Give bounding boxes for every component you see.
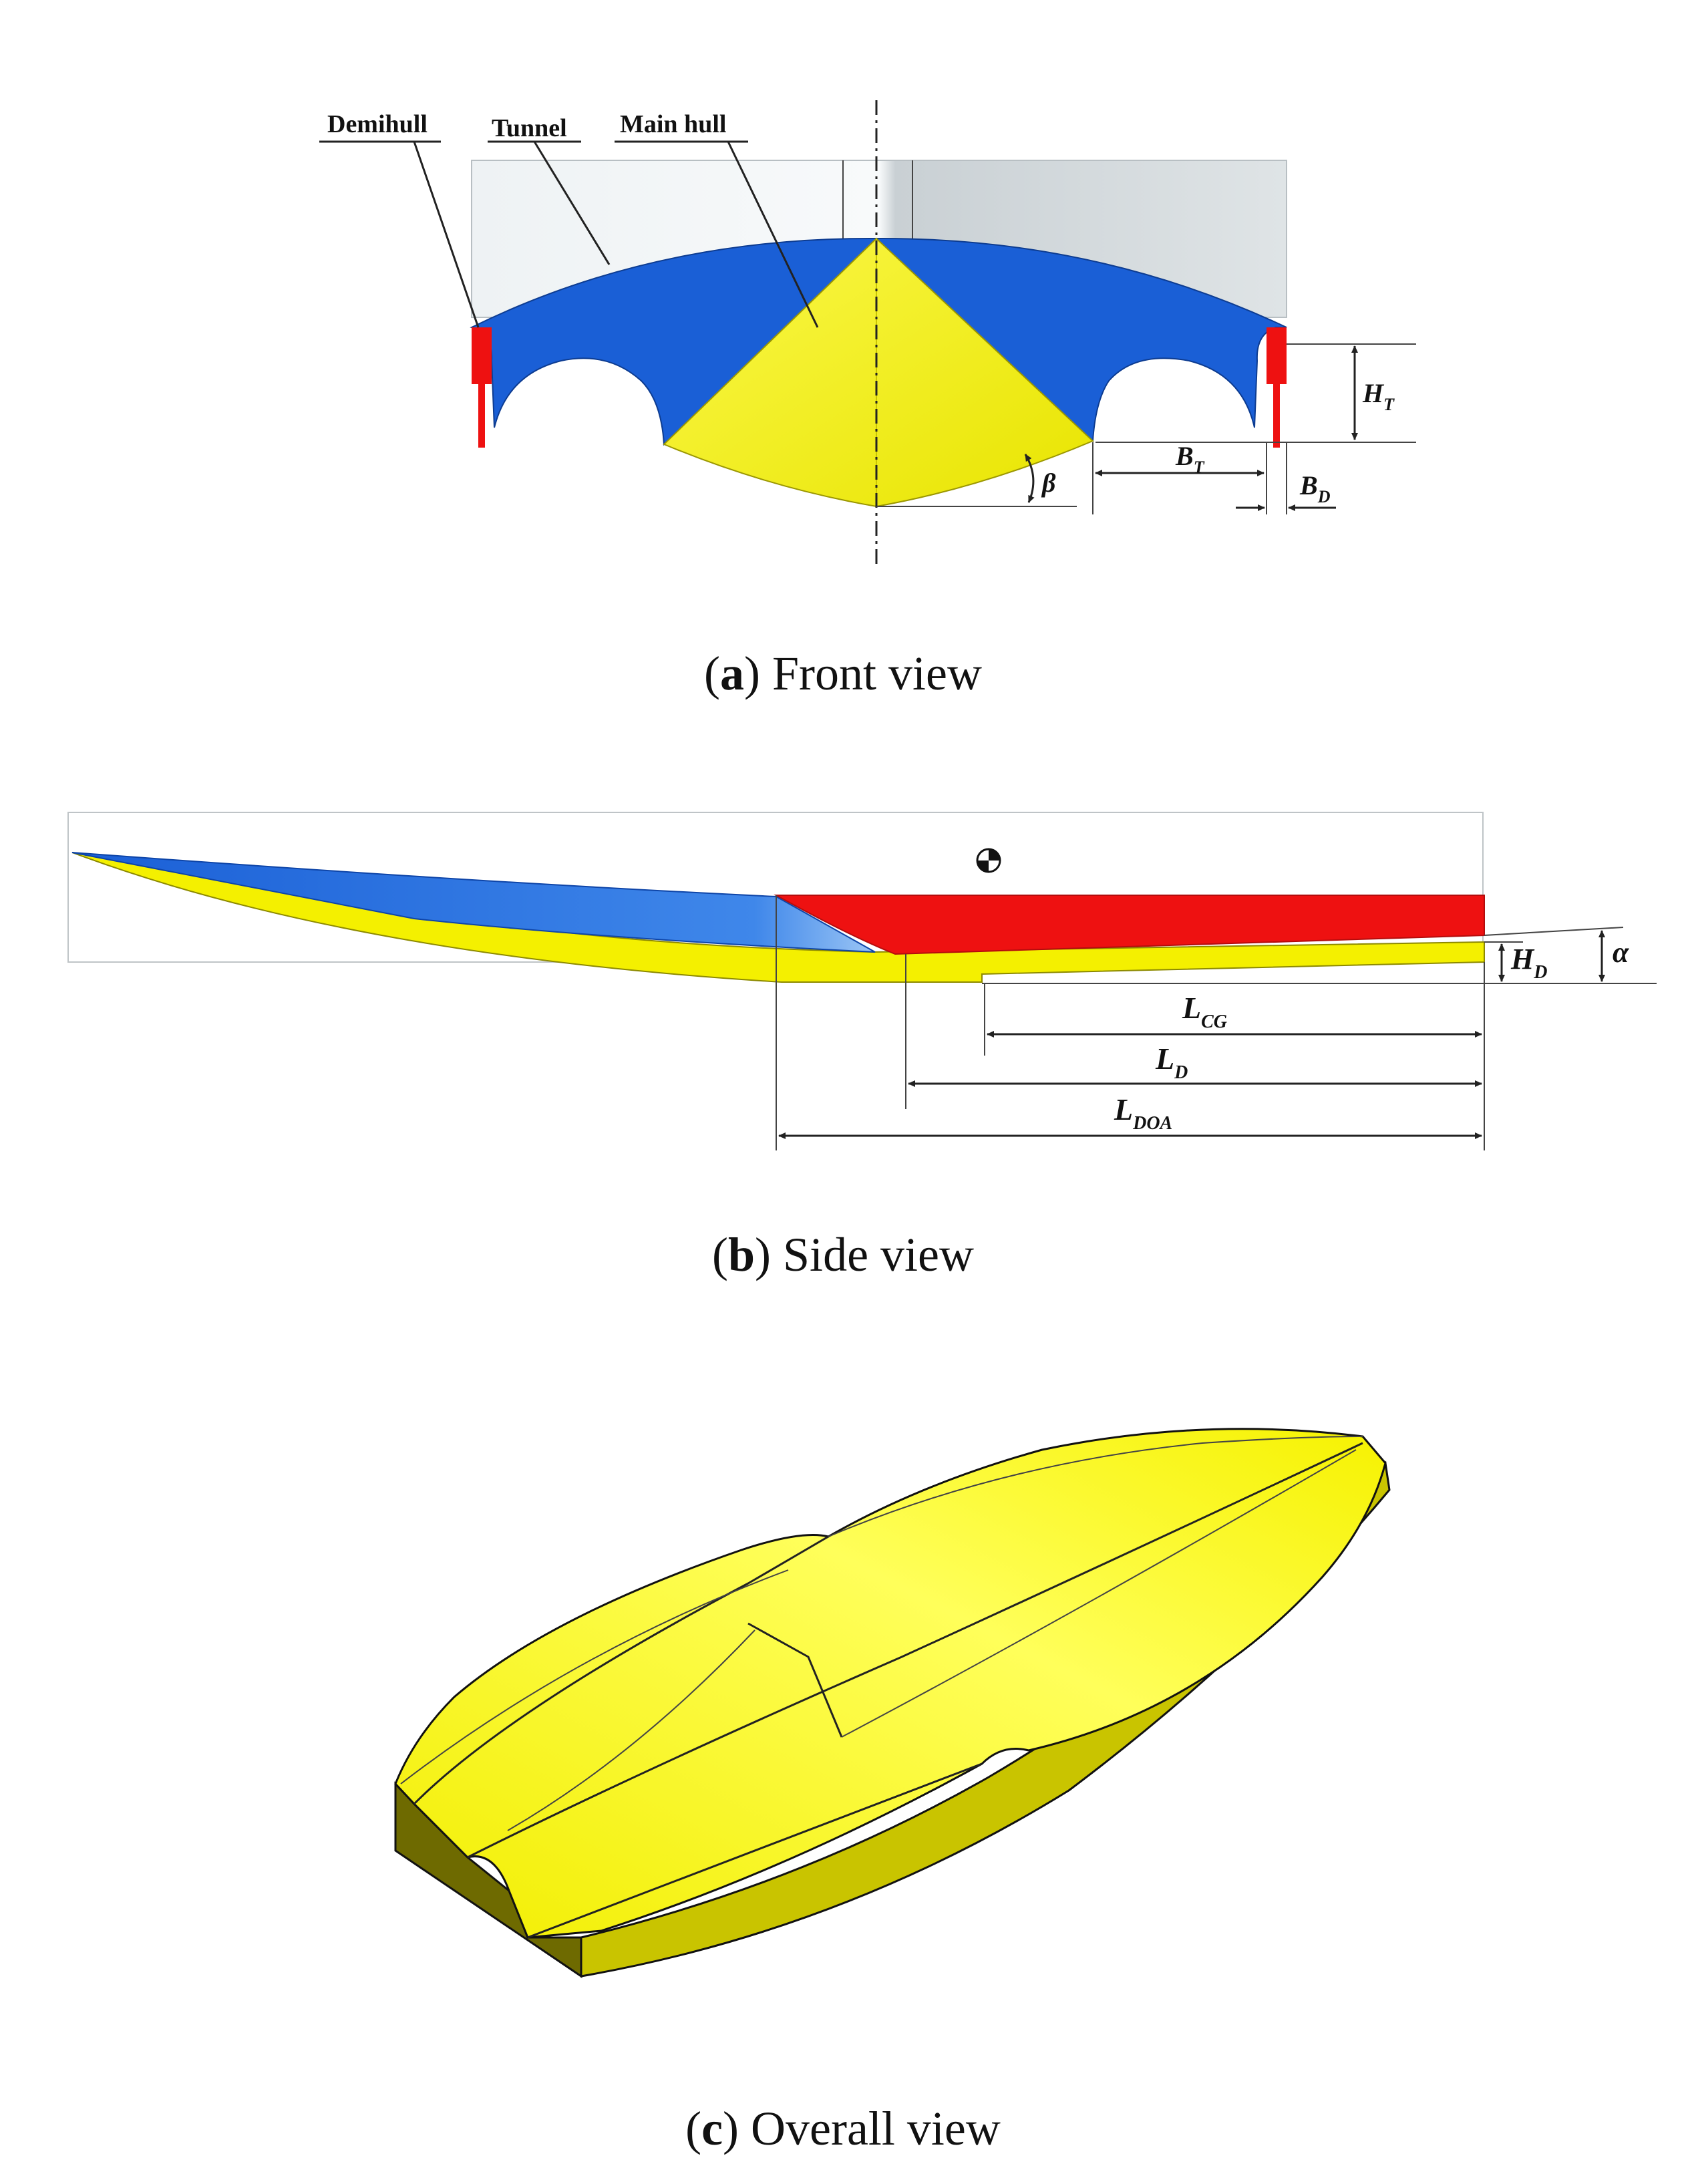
ld-label: LD bbox=[1155, 1042, 1188, 1083]
demihull-right-keel bbox=[1273, 384, 1280, 448]
boat-port-ridge bbox=[413, 1535, 829, 1805]
hd-label: HD bbox=[1510, 943, 1547, 983]
side-tunnel bbox=[71, 852, 876, 953]
bd-label: BD bbox=[1299, 470, 1331, 506]
boat-starboard-ridge bbox=[527, 1762, 983, 1939]
beta-arc bbox=[1024, 454, 1035, 503]
main-hull-label: Main hull bbox=[620, 110, 726, 138]
boat-gunwale bbox=[828, 1436, 1363, 1537]
beta-label: β bbox=[1041, 468, 1056, 498]
tunnel-label: Tunnel bbox=[492, 114, 567, 142]
boat-keel-line bbox=[467, 1442, 1363, 1859]
tunnel-leader bbox=[533, 141, 611, 265]
overall-view-panel: (c) Overall view bbox=[394, 1428, 1391, 2155]
demihull-label: Demihull bbox=[327, 110, 428, 138]
demihull-right bbox=[1267, 327, 1287, 384]
boat-port-shadow bbox=[400, 1569, 789, 1784]
side-view-panel: HD α LCG LD LDOA (b) Side view bbox=[67, 812, 1657, 1281]
demihull-left bbox=[472, 327, 492, 384]
main-hull-leader bbox=[727, 141, 819, 328]
ht-label: HT bbox=[1362, 378, 1395, 414]
cg-symbol bbox=[976, 848, 1001, 873]
demihull-left-keel bbox=[478, 384, 485, 448]
demihull-leader bbox=[413, 141, 480, 328]
alpha-label: α bbox=[1613, 936, 1629, 969]
alpha-ext-top bbox=[1484, 927, 1624, 936]
boat-tunnel-edge bbox=[507, 1629, 755, 1831]
caption-a: (a) Front view bbox=[704, 647, 982, 700]
ldoa-label: LDOA bbox=[1114, 1092, 1172, 1134]
boat-starboard-side bbox=[580, 1460, 1391, 1978]
caption-c: (c) Overall view bbox=[685, 2102, 1001, 2155]
lcg-label: LCG bbox=[1182, 991, 1227, 1032]
side-demihull bbox=[774, 895, 1485, 955]
boat-deck bbox=[394, 1428, 1387, 1939]
boat-step bbox=[747, 1622, 843, 1738]
bt-label: BT bbox=[1175, 441, 1205, 477]
boat-hull-line bbox=[841, 1449, 1357, 1738]
caption-b: (b) Side view bbox=[712, 1228, 974, 1281]
front-view-panel: Demihull Tunnel Main hull HT BT BD β (a)… bbox=[319, 100, 1416, 700]
